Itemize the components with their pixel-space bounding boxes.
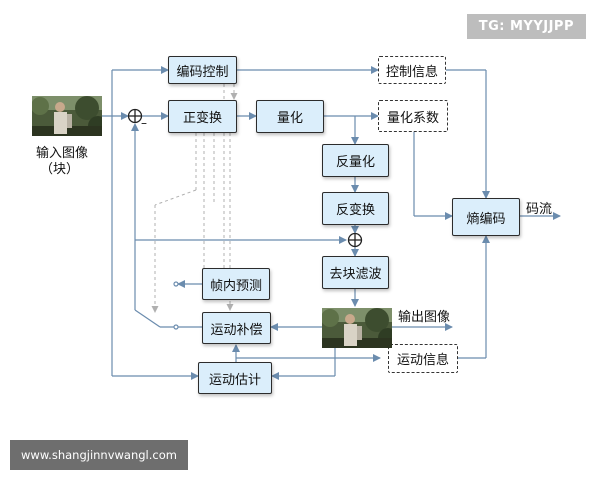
dashed-control-wires — [151, 84, 238, 313]
dequantize-block: 反量化 — [322, 144, 389, 177]
quant-coeff-block: 量化系数 — [378, 100, 448, 132]
intra-prediction-block: 帧内预测 — [202, 268, 270, 300]
inverse-transform-block: 反变换 — [322, 192, 389, 225]
watermark-top: TG: MYYJJPP — [466, 14, 586, 39]
output-image — [322, 308, 392, 348]
minus-sign: – — [141, 116, 147, 130]
deblock-filter-block: 去块滤波 — [322, 256, 389, 289]
bitstream-label: 码流 — [526, 202, 553, 217]
output-label: 输出图像 — [398, 310, 451, 325]
motion-info-block: 运动信息 — [388, 344, 458, 373]
motion-estimation-block: 运动估计 — [198, 362, 272, 394]
transform-block: 正变换 — [168, 100, 237, 133]
watermark-bottom: www.shangjinnvwangl.com — [10, 440, 188, 470]
solid-wires — [102, 66, 561, 380]
entropy-coding-block: 熵编码 — [452, 198, 520, 236]
coding-control-block: 编码控制 — [168, 56, 237, 84]
motion-compensation-block: 运动补偿 — [202, 312, 271, 344]
control-info-block: 控制信息 — [378, 56, 446, 84]
input-sublabel: （块） — [40, 162, 80, 177]
quantize-block: 量化 — [256, 100, 324, 133]
input-image — [32, 96, 102, 136]
summation-nodes — [127, 108, 363, 248]
input-label: 输入图像 — [36, 146, 89, 161]
